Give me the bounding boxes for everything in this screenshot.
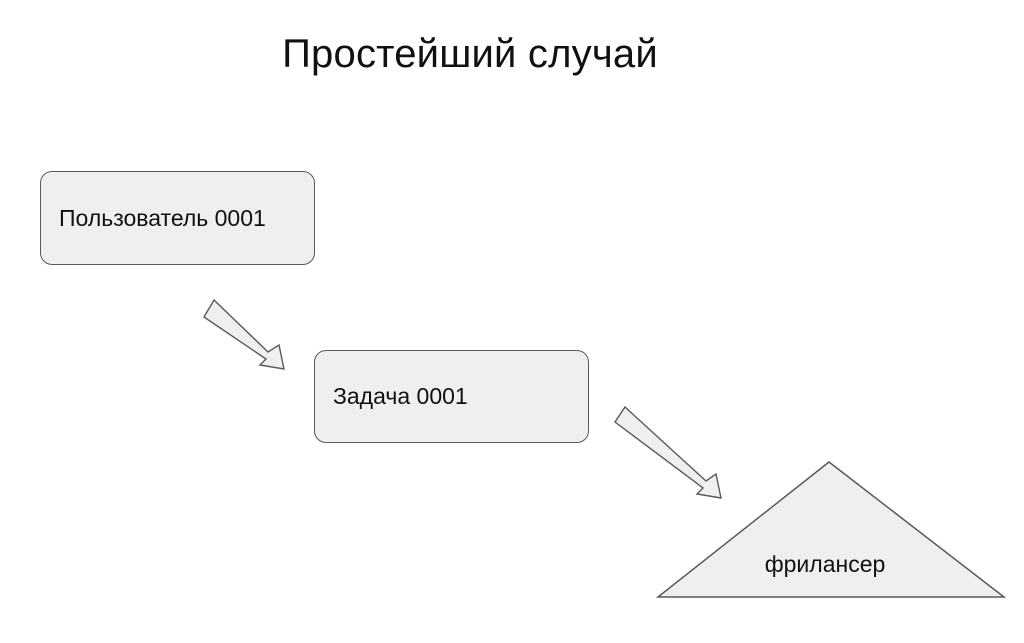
node-user: Пользователь 0001	[40, 171, 315, 265]
node-user-label: Пользователь 0001	[59, 204, 266, 231]
node-freelancer-label: фрилансер	[764, 551, 886, 577]
freelancer-triangle	[655, 461, 1007, 598]
node-task-label: Задача 0001	[333, 383, 468, 409]
arrow-task-to-freelancer	[614, 405, 722, 499]
arrow-user-to-task	[203, 298, 285, 370]
node-task: Задача 0001	[314, 350, 589, 443]
slide-title: Простейший случай	[282, 32, 658, 76]
